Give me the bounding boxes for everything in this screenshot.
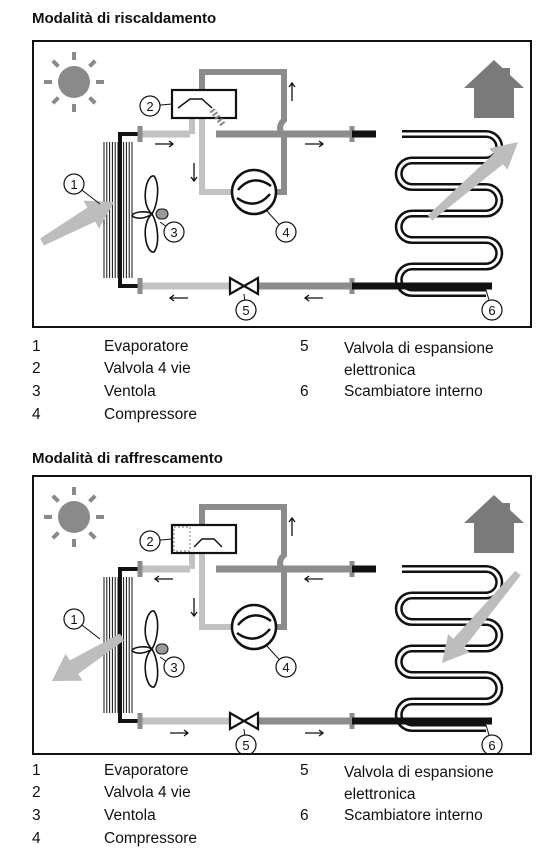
flow-arrow-left-icon [168,294,188,302]
flow-arrow-left-icon [153,575,173,583]
legend-number: 2 [32,784,41,801]
legend-label: Ventola [104,383,156,400]
section-title-heating: Modalità di riscaldamento [32,10,217,27]
callout-circle [163,221,185,243]
fan-icon [131,610,169,688]
four-way-valve-body [170,88,238,120]
pipe-compressor-out [276,154,287,195]
legend-number: 5 [300,762,309,779]
callout-circle [163,656,185,678]
legend-heating: 1 Evaporatore 2 Valvola 4 vie 3 Ventola … [32,338,552,433]
callout-number: 6 [488,303,495,318]
legend-number: 6 [300,807,309,824]
legend-label: Evaporatore [104,338,189,355]
callout-circle [139,530,161,552]
house-icon [464,60,524,118]
airflow-arrow-icon [442,570,521,663]
legend-cooling: 1 Evaporatore 2 Valvola 4 vie 3 Ventola … [32,762,552,857]
callout-circle [63,173,85,195]
flow-arrow-up-icon [288,81,296,101]
callout-number: 1 [70,177,77,192]
sun-icon [44,52,104,112]
expansion-valve-icon [228,711,260,731]
callout-number: 3 [170,225,177,240]
four-way-valve-slide [177,98,213,109]
legend-label: Scambiatore interno [344,807,483,824]
legend-label: Compressore [104,406,198,423]
legend-number: 3 [32,807,41,824]
callout-number: 6 [488,738,495,753]
pipe-evaporator-loop [118,567,142,723]
flow-arrow-right-icon [305,729,325,737]
coil-inner [397,132,501,295]
callout-circle [275,221,297,243]
legend-number: 6 [300,383,309,400]
section-title-cooling: Modalità di raffrescamento [32,450,223,467]
callout-number: 5 [242,303,249,318]
legend-number: 1 [32,762,41,779]
legend-number: 3 [32,383,41,400]
pipe-compressor-out [276,589,287,630]
expansion-valve-icon [228,276,260,296]
legend-label: Valvola 4 vie [104,784,191,801]
callout-circle [275,656,297,678]
flow-arrow-up-icon [288,516,296,536]
callout-number: 5 [242,738,249,753]
four-way-valve-port [209,108,227,128]
callout-number: 1 [70,612,77,627]
callout-number: 4 [282,660,289,675]
pipe-compressor-in [199,118,232,195]
airflow-arrow-icon [427,142,518,221]
four-way-valve-slide [193,538,223,548]
callout-number: 3 [170,660,177,675]
callout-number: 4 [282,225,289,240]
callout-circle [235,299,257,321]
cooling-schematic: 1 2 3 4 5 6 [44,487,524,756]
flow-arrow-down-icon [190,163,198,183]
legend-number: 4 [32,830,41,847]
legend-label: Valvola di espansione elettronica [344,340,494,379]
flow-arrow-right-icon [305,140,325,148]
pipe-compressor-in [199,553,232,630]
sun-icon [44,487,104,547]
pipe-evaporator-loop [118,132,142,288]
flow-arrow-down-icon [190,598,198,618]
legend-number: 2 [32,360,41,377]
callout-circle [139,95,161,117]
legend-number: 4 [32,406,41,423]
legend-label: Scambiatore interno [344,383,483,400]
legend-label: Valvola 4 vie [104,360,191,377]
compressor-icon [230,168,278,216]
flow-arrow-left-icon [303,575,323,583]
flow-arrow-right-icon [170,729,190,737]
airflow-arrow-icon [40,200,114,246]
diagram-cooling: 1 2 3 4 5 6 [32,475,532,756]
legend-label: Evaporatore [104,762,189,779]
flow-arrow-left-icon [303,294,323,302]
fan-icon [131,175,169,253]
legend-label: Compressore [104,830,198,847]
legend-label: Valvola di espansione elettronica [344,764,494,803]
callout-circle [481,299,503,321]
legend-number: 1 [32,338,41,355]
diagram-heating: 1 2 3 4 5 6 [32,40,532,328]
heating-schematic: 1 2 3 4 5 6 [40,52,524,321]
airflow-arrow-icon [52,633,125,681]
four-way-valve-port [173,526,191,552]
flow-arrow-right-icon [155,140,175,148]
house-icon [464,495,524,553]
legend-label: Ventola [104,807,156,824]
compressor-icon [230,603,278,651]
callout-circle [63,608,85,630]
legend-number: 5 [300,338,309,355]
callout-number: 2 [146,534,153,549]
callout-number: 2 [146,99,153,114]
